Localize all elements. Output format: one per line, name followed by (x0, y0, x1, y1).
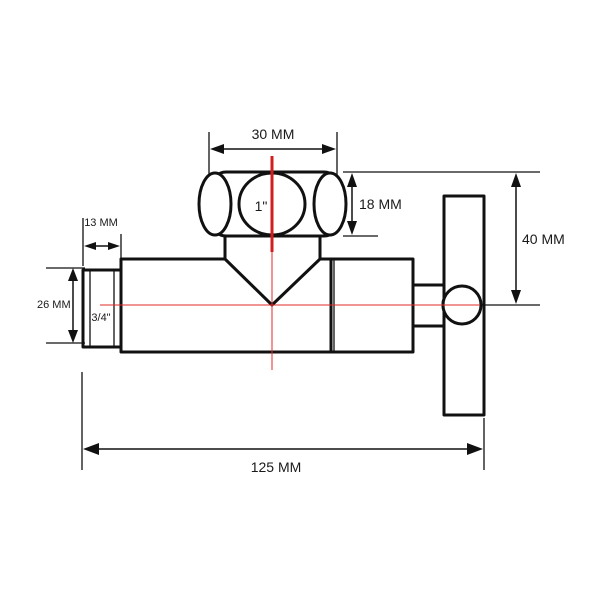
dimension-thread-diameter: 26 MM (37, 268, 78, 343)
outlet-fitting (197, 170, 348, 238)
extension-lines (46, 132, 540, 470)
dimension-handle-height: 40 MM (511, 173, 565, 304)
handle-height-label: 40 MM (522, 231, 565, 247)
dimension-thread-length: 13 MM (84, 217, 120, 250)
total-length-label: 125 MM (251, 459, 302, 475)
outlet-size-label: 1" (255, 198, 268, 214)
centerlines (100, 156, 500, 370)
inlet-size-label: 3/4" (91, 312, 110, 324)
dimension-total-length: 125 MM (83, 443, 483, 475)
dimension-cap-height: 18 MM (347, 173, 402, 235)
dimension-top-width: 30 MM (210, 126, 336, 154)
inlet-thread (81, 268, 123, 349)
cap-height-label: 18 MM (359, 196, 402, 212)
top-width-label: 30 MM (252, 126, 295, 142)
valve-body (81, 170, 486, 417)
thread-diameter-label: 26 MM (37, 299, 71, 311)
thread-length-label: 13 MM (84, 217, 118, 229)
